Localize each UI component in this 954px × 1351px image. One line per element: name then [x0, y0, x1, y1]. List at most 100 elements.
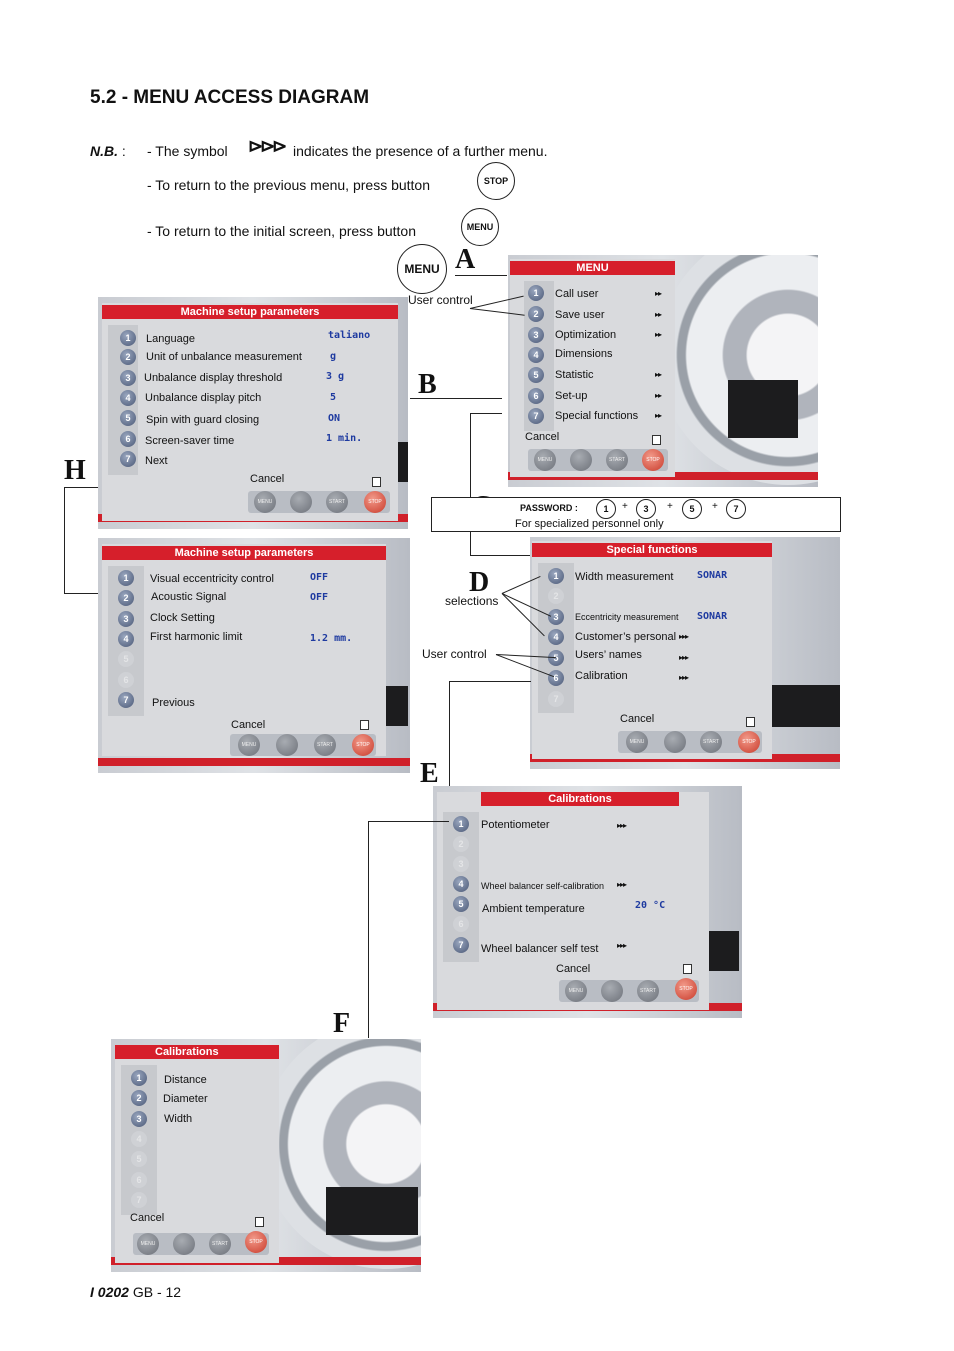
- item-calibration[interactable]: Calibration: [575, 670, 628, 682]
- key-1[interactable]: 1: [120, 330, 136, 346]
- menu-key[interactable]: MENU: [238, 734, 260, 756]
- item-optimization[interactable]: Optimization: [555, 329, 617, 341]
- menu-key[interactable]: MENU: [137, 1233, 159, 1255]
- item-statistic[interactable]: Statistic: [555, 369, 594, 381]
- menu-key[interactable]: MENU: [254, 491, 276, 513]
- minus-key[interactable]: [664, 731, 686, 753]
- item-ambient-temperature[interactable]: Ambient temperature: [482, 903, 585, 915]
- start-key[interactable]: START: [606, 449, 628, 471]
- key-6[interactable]: 6: [120, 431, 136, 447]
- cancel-label[interactable]: Cancel: [130, 1212, 165, 1224]
- start-key[interactable]: START: [637, 980, 659, 1002]
- key-7[interactable]: 7: [453, 937, 469, 953]
- key-6[interactable]: 6: [548, 670, 564, 686]
- item-eccentricity-measurement[interactable]: Eccentricity measurement: [575, 612, 679, 622]
- key-2[interactable]: 2: [528, 306, 544, 322]
- item-clock[interactable]: Clock Setting: [150, 612, 215, 624]
- item-users-names[interactable]: Users’ names: [575, 649, 642, 661]
- start-key[interactable]: START: [700, 731, 722, 753]
- stop-key[interactable]: STOP: [352, 734, 374, 756]
- key-1[interactable]: 1: [548, 568, 564, 584]
- key-5[interactable]: 5: [453, 896, 469, 912]
- item-acoustic[interactable]: Acoustic Signal: [151, 591, 227, 603]
- item-first-harmonic[interactable]: First harmonic limit: [150, 631, 243, 643]
- item-self-calibration[interactable]: Wheel balancer self-calibration: [481, 881, 605, 891]
- stop-key[interactable]: STOP: [364, 491, 386, 513]
- stop-key[interactable]: STOP: [245, 1231, 267, 1253]
- key-4[interactable]: 4: [118, 631, 134, 647]
- item-set-up[interactable]: Set-up: [555, 390, 588, 402]
- key-4[interactable]: 4: [528, 347, 544, 363]
- value-eccentricity: SONAR: [697, 611, 728, 622]
- item-next[interactable]: Next: [145, 455, 168, 467]
- cancel-label[interactable]: Cancel: [620, 713, 655, 725]
- key-4[interactable]: 4: [453, 876, 469, 892]
- item-distance[interactable]: Distance: [164, 1074, 207, 1086]
- start-key[interactable]: START: [326, 491, 348, 513]
- minus-key[interactable]: [276, 734, 298, 756]
- nb-label: N.B. :: [90, 143, 126, 159]
- key-3[interactable]: 3: [548, 609, 564, 625]
- item-spin-guard[interactable]: Spin with guard closing: [146, 414, 260, 426]
- menu-key[interactable]: MENU: [534, 449, 556, 471]
- stop-key[interactable]: STOP: [738, 731, 760, 753]
- item-threshold[interactable]: Unbalance display threshold: [144, 372, 283, 384]
- menu-key[interactable]: MENU: [565, 980, 587, 1002]
- start-key[interactable]: START: [209, 1233, 231, 1255]
- item-special-functions[interactable]: Special functions: [555, 410, 639, 422]
- item-visual-eccentricity[interactable]: Visual eccentricity control: [150, 573, 274, 585]
- key-2[interactable]: 2: [118, 590, 134, 606]
- start-key[interactable]: START: [314, 734, 336, 756]
- item-potentiometer[interactable]: Potentiometer: [481, 819, 550, 831]
- key-1[interactable]: 1: [131, 1070, 147, 1086]
- stop-key[interactable]: STOP: [675, 978, 697, 1000]
- minus-key[interactable]: [601, 980, 623, 1002]
- key-6: 6: [453, 916, 469, 932]
- key-5[interactable]: 5: [548, 650, 564, 666]
- display-box: [728, 380, 798, 438]
- key-3[interactable]: 3: [120, 370, 136, 386]
- key-7[interactable]: 7: [118, 692, 134, 708]
- key-5[interactable]: 5: [120, 410, 136, 426]
- item-screensaver[interactable]: Screen-saver time: [145, 435, 235, 447]
- item-save-user[interactable]: Save user: [555, 309, 605, 321]
- key-1[interactable]: 1: [528, 285, 544, 301]
- page-footer: I 0202 GB - 12: [90, 1284, 182, 1300]
- key-1[interactable]: 1: [118, 570, 134, 586]
- key-2[interactable]: 2: [120, 349, 136, 365]
- minus-key[interactable]: [290, 491, 312, 513]
- minus-key[interactable]: [173, 1233, 195, 1255]
- cancel-label[interactable]: Cancel: [231, 719, 266, 731]
- key-6[interactable]: 6: [528, 388, 544, 404]
- item-call-user[interactable]: Call user: [555, 288, 599, 300]
- key-4[interactable]: 4: [120, 390, 136, 406]
- key-1[interactable]: 1: [453, 816, 469, 832]
- menu-key[interactable]: MENU: [626, 731, 648, 753]
- key-3[interactable]: 3: [528, 327, 544, 343]
- item-language[interactable]: Language: [146, 333, 195, 345]
- key-3[interactable]: 3: [131, 1111, 147, 1127]
- item-self-test[interactable]: Wheel balancer self test: [481, 943, 599, 955]
- minus-key[interactable]: [570, 449, 592, 471]
- key-5[interactable]: 5: [528, 367, 544, 383]
- stop-key[interactable]: STOP: [642, 449, 664, 471]
- key-3[interactable]: 3: [118, 611, 134, 627]
- cancel-label[interactable]: Cancel: [250, 473, 285, 485]
- item-diameter[interactable]: Diameter: [163, 1093, 208, 1105]
- connector-c: [470, 413, 471, 555]
- key-6: 6: [118, 672, 134, 688]
- item-unit[interactable]: Unit of unbalance measurement: [146, 351, 302, 363]
- key-7[interactable]: 7: [120, 451, 136, 467]
- item-dimensions[interactable]: Dimensions: [555, 348, 613, 360]
- cancel-label[interactable]: Cancel: [525, 431, 560, 443]
- item-pitch[interactable]: Unbalance display pitch: [145, 392, 262, 404]
- key-2[interactable]: 2: [131, 1090, 147, 1106]
- cancel-label[interactable]: Cancel: [556, 963, 591, 975]
- key-4[interactable]: 4: [548, 629, 564, 645]
- note-line-3: - To return to the initial screen, press…: [147, 223, 416, 239]
- key-7[interactable]: 7: [528, 408, 544, 424]
- item-previous[interactable]: Previous: [152, 697, 195, 709]
- item-customers-personal[interactable]: Customer’s personal: [575, 631, 677, 643]
- item-width-measurement[interactable]: Width measurement: [575, 571, 674, 583]
- item-width[interactable]: Width: [164, 1113, 193, 1125]
